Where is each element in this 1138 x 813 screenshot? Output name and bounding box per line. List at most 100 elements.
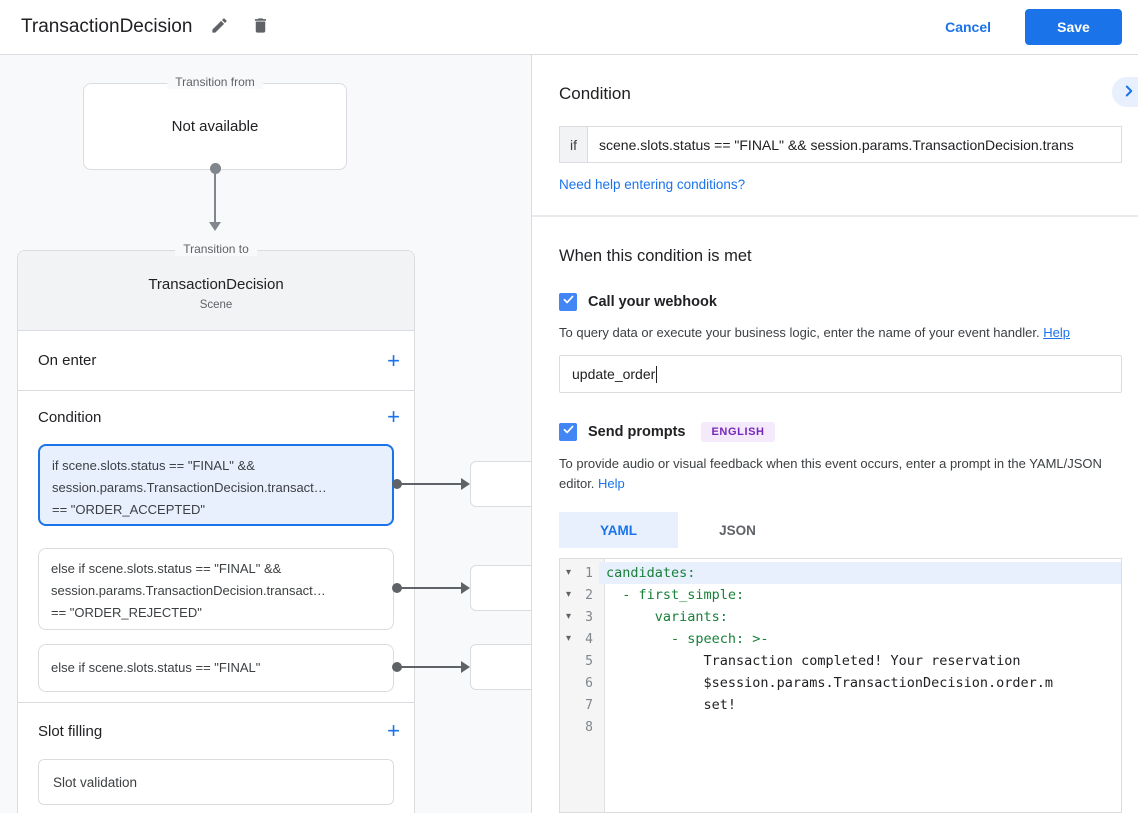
code-line[interactable]: 7 set! [560, 694, 1121, 716]
transition-target-box[interactable] [470, 565, 531, 611]
code-line[interactable]: ▾ 2 - first_simple: [560, 584, 1121, 606]
tab-json[interactable]: JSON [719, 522, 756, 538]
transition-target-box[interactable] [470, 644, 531, 690]
trash-icon [251, 16, 270, 38]
fold-arrow-icon[interactable]: ▾ [565, 567, 572, 579]
condition-section-label: Condition [38, 408, 102, 426]
pencil-icon [210, 16, 229, 38]
connector-line [214, 170, 216, 222]
chevron-right-icon [1120, 82, 1138, 103]
line-number: 4 [585, 631, 593, 647]
code-line[interactable]: ▾ 4 - speech: >- [560, 628, 1121, 650]
scene-header[interactable]: TransactionDecision Scene [18, 251, 414, 331]
connector-line [400, 483, 462, 485]
add-condition-icon[interactable]: + [387, 404, 400, 429]
scene-type-label: Scene [199, 299, 233, 311]
connector-dot [210, 163, 221, 174]
if-prefix-label: if [559, 126, 587, 163]
code-line[interactable]: ▾ 1 candidates: [560, 562, 1121, 585]
condition-line: == "ORDER_ACCEPTED" [52, 502, 205, 517]
checkmark-icon [562, 293, 575, 311]
prompts-help-link[interactable]: Help [598, 476, 625, 492]
line-number: 2 [585, 587, 593, 603]
code-line[interactable]: 6 $session.params.TransactionDecision.or… [560, 672, 1121, 694]
code-text: Transaction completed! Your reservation [606, 653, 1021, 670]
prompts-description: To provide audio or visual feedback when… [559, 454, 1122, 494]
transition-from-legend: Transition from [167, 75, 263, 89]
text-caret [656, 365, 658, 383]
send-prompts-row: Send prompts ENGLISH [559, 422, 1122, 443]
fold-arrow-icon[interactable]: ▾ [565, 611, 572, 623]
connector-arrowhead-icon [209, 222, 221, 231]
condition-card-accepted[interactable]: if scene.slots.status == "FINAL" && sess… [38, 444, 394, 526]
cancel-button[interactable]: Cancel [945, 19, 991, 35]
scene-diagram-canvas: Transition from Not available Transition… [0, 55, 531, 813]
condition-section-header: Condition + [18, 391, 414, 443]
condition-line: == "ORDER_REJECTED" [51, 605, 202, 620]
add-slot-icon[interactable]: + [387, 718, 400, 743]
code-line[interactable]: 8 [560, 716, 1121, 738]
line-number: 8 [585, 719, 593, 735]
condition-line: else if scene.slots.status == "FINAL" && [51, 561, 282, 576]
code-text: variants: [606, 609, 728, 626]
transition-to-box: Transition to TransactionDecision Scene … [17, 242, 415, 813]
code-line[interactable]: ▾ 3 variants: [560, 606, 1121, 628]
edit-button[interactable] [206, 12, 233, 42]
collapse-panel-button[interactable] [1112, 77, 1138, 107]
code-text [599, 716, 1121, 738]
code-text: - speech: >- [606, 631, 769, 648]
slot-filling-label: Slot filling [38, 722, 103, 740]
save-button[interactable]: Save [1025, 9, 1122, 45]
on-enter-section[interactable]: On enter + [18, 331, 414, 391]
tab-yaml[interactable]: YAML [559, 512, 678, 549]
connector-dot [392, 662, 402, 672]
yaml-code-editor[interactable]: ▾ 1 candidates: ▾ 2 - first_simple: ▾ 3 … [559, 558, 1122, 813]
transition-target-box[interactable] [470, 461, 531, 507]
condition-expression-row: if [559, 126, 1122, 163]
connector-dot [392, 479, 402, 489]
code-text: - first_simple: [606, 587, 745, 604]
webhook-name-input[interactable]: update_order [559, 355, 1122, 394]
condition-line: if scene.slots.status == "FINAL" && [52, 458, 255, 473]
connector-dot [392, 583, 402, 593]
fold-arrow-icon[interactable]: ▾ [565, 589, 572, 601]
condition-card-rejected[interactable]: else if scene.slots.status == "FINAL" &&… [38, 548, 394, 630]
editor-format-tabs: YAML JSON [559, 512, 1122, 549]
page-title: TransactionDecision [21, 16, 193, 37]
connector-arrowhead-icon [461, 661, 470, 673]
send-prompts-checkbox[interactable] [559, 423, 577, 442]
transition-from-box[interactable]: Transition from Not available [83, 75, 347, 170]
code-text: $session.params.TransactionDecision.orde… [606, 675, 1054, 692]
condition-line: session.params.TransactionDecision.trans… [52, 480, 327, 495]
editor-gutter [560, 559, 605, 812]
condition-line: session.params.TransactionDecision.trans… [51, 583, 326, 598]
slot-validation-card[interactable]: Slot validation [38, 759, 394, 805]
scene-name: TransactionDecision [148, 276, 284, 293]
section-divider [18, 702, 414, 703]
delete-button[interactable] [247, 12, 274, 42]
code-line[interactable]: 5 Transaction completed! Your reservatio… [560, 650, 1121, 672]
webhook-description-text: To query data or execute your business l… [559, 325, 1040, 340]
prompts-description-text: To provide audio or visual feedback when… [559, 456, 1102, 492]
connector-line [400, 666, 462, 668]
code-text: candidates: [599, 562, 1121, 585]
on-enter-label: On enter [38, 352, 97, 369]
panel-title: Condition [559, 84, 631, 103]
webhook-description: To query data or execute your business l… [559, 323, 1122, 343]
line-number: 5 [585, 653, 593, 669]
add-on-enter-icon[interactable]: + [387, 347, 400, 373]
send-prompts-label: Send prompts [588, 424, 686, 441]
condition-card-final[interactable]: else if scene.slots.status == "FINAL" [38, 644, 394, 692]
connector-arrowhead-icon [461, 582, 470, 594]
code-text: set! [606, 697, 737, 714]
webhook-help-link[interactable]: Help [1043, 325, 1070, 340]
language-badge: ENGLISH [701, 422, 775, 443]
transition-from-content: Not available [171, 118, 259, 135]
condition-expression-input[interactable] [587, 126, 1122, 163]
condition-line: else if scene.slots.status == "FINAL" [51, 660, 261, 675]
when-condition-met-title: When this condition is met [559, 247, 752, 265]
call-webhook-checkbox[interactable] [559, 293, 577, 311]
conditions-help-link[interactable]: Need help entering conditions? [559, 177, 746, 192]
line-number: 7 [585, 697, 593, 713]
fold-arrow-icon[interactable]: ▾ [565, 633, 572, 645]
